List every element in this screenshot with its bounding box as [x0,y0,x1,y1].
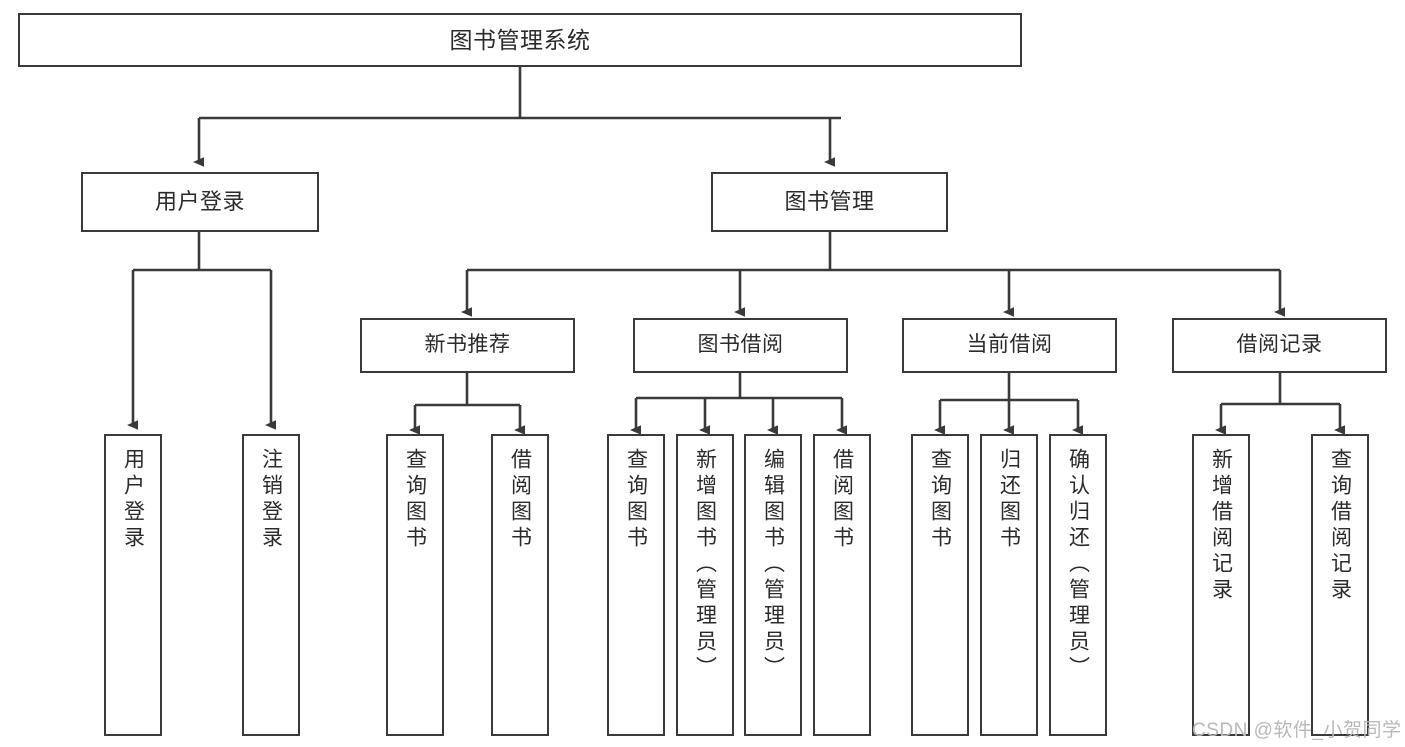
node-book-borrow[interactable]: 图书借阅 [633,318,848,373]
node-leaf-edit-book[interactable]: 编辑图书（管理员） [744,434,802,736]
node-book-management-label: 图书管理 [784,189,875,215]
node-borrow-record[interactable]: 借阅记录 [1172,318,1387,373]
node-user-login-label: 用户登录 [154,189,245,215]
node-leaf-query-book-3[interactable]: 查询图书 [911,434,969,736]
node-leaf-add-book[interactable]: 新增图书（管理员） [676,434,734,736]
node-leaf-borrow-book-1[interactable]: 借阅图书 [491,434,549,736]
node-leaf-query-book-2[interactable]: 查询图书 [607,434,665,736]
csdn-watermark: CSDN @软件_小贺同学 [1192,720,1402,741]
node-root-label: 图书管理系统 [449,26,591,53]
node-leaf-query-book-2-label: 查询图书 [624,448,648,552]
node-leaf-query-book-1[interactable]: 查询图书 [386,434,444,736]
node-leaf-edit-book-label: 编辑图书（管理员） [761,448,785,682]
node-leaf-borrow-book-2[interactable]: 借阅图书 [813,434,871,736]
node-borrow-record-label: 借阅记录 [1236,333,1323,357]
node-current-borrow[interactable]: 当前借阅 [902,318,1117,373]
node-leaf-query-record[interactable]: 查询借阅记录 [1311,434,1369,736]
node-leaf-user-login-label: 用户登录 [121,448,145,552]
node-leaf-confirm-return-label: 确认归还（管理员） [1066,448,1090,682]
node-leaf-query-record-label: 查询借阅记录 [1328,448,1352,604]
node-new-book-recommend[interactable]: 新书推荐 [360,318,575,373]
node-new-book-recommend-label: 新书推荐 [424,333,511,357]
node-leaf-add-book-label: 新增图书（管理员） [693,448,717,682]
node-leaf-borrow-book-1-label: 借阅图书 [508,448,532,552]
node-leaf-borrow-book-2-label: 借阅图书 [830,448,854,552]
node-book-borrow-label: 图书借阅 [697,333,784,357]
node-leaf-confirm-return[interactable]: 确认归还（管理员） [1049,434,1107,736]
node-leaf-logout-login-label: 注销登录 [259,448,283,552]
node-book-management[interactable]: 图书管理 [711,172,948,232]
node-leaf-add-record[interactable]: 新增借阅记录 [1192,434,1250,736]
node-leaf-query-book-1-label: 查询图书 [403,448,427,552]
node-leaf-query-book-3-label: 查询图书 [928,448,952,552]
node-current-borrow-label: 当前借阅 [966,333,1053,357]
node-user-login[interactable]: 用户登录 [81,172,319,232]
node-leaf-logout-login[interactable]: 注销登录 [242,434,300,736]
node-leaf-return-book-label: 归还图书 [997,448,1021,552]
node-leaf-add-record-label: 新增借阅记录 [1209,448,1233,604]
node-leaf-user-login[interactable]: 用户登录 [104,434,162,736]
node-leaf-return-book[interactable]: 归还图书 [980,434,1038,736]
node-root[interactable]: 图书管理系统 [18,13,1022,67]
